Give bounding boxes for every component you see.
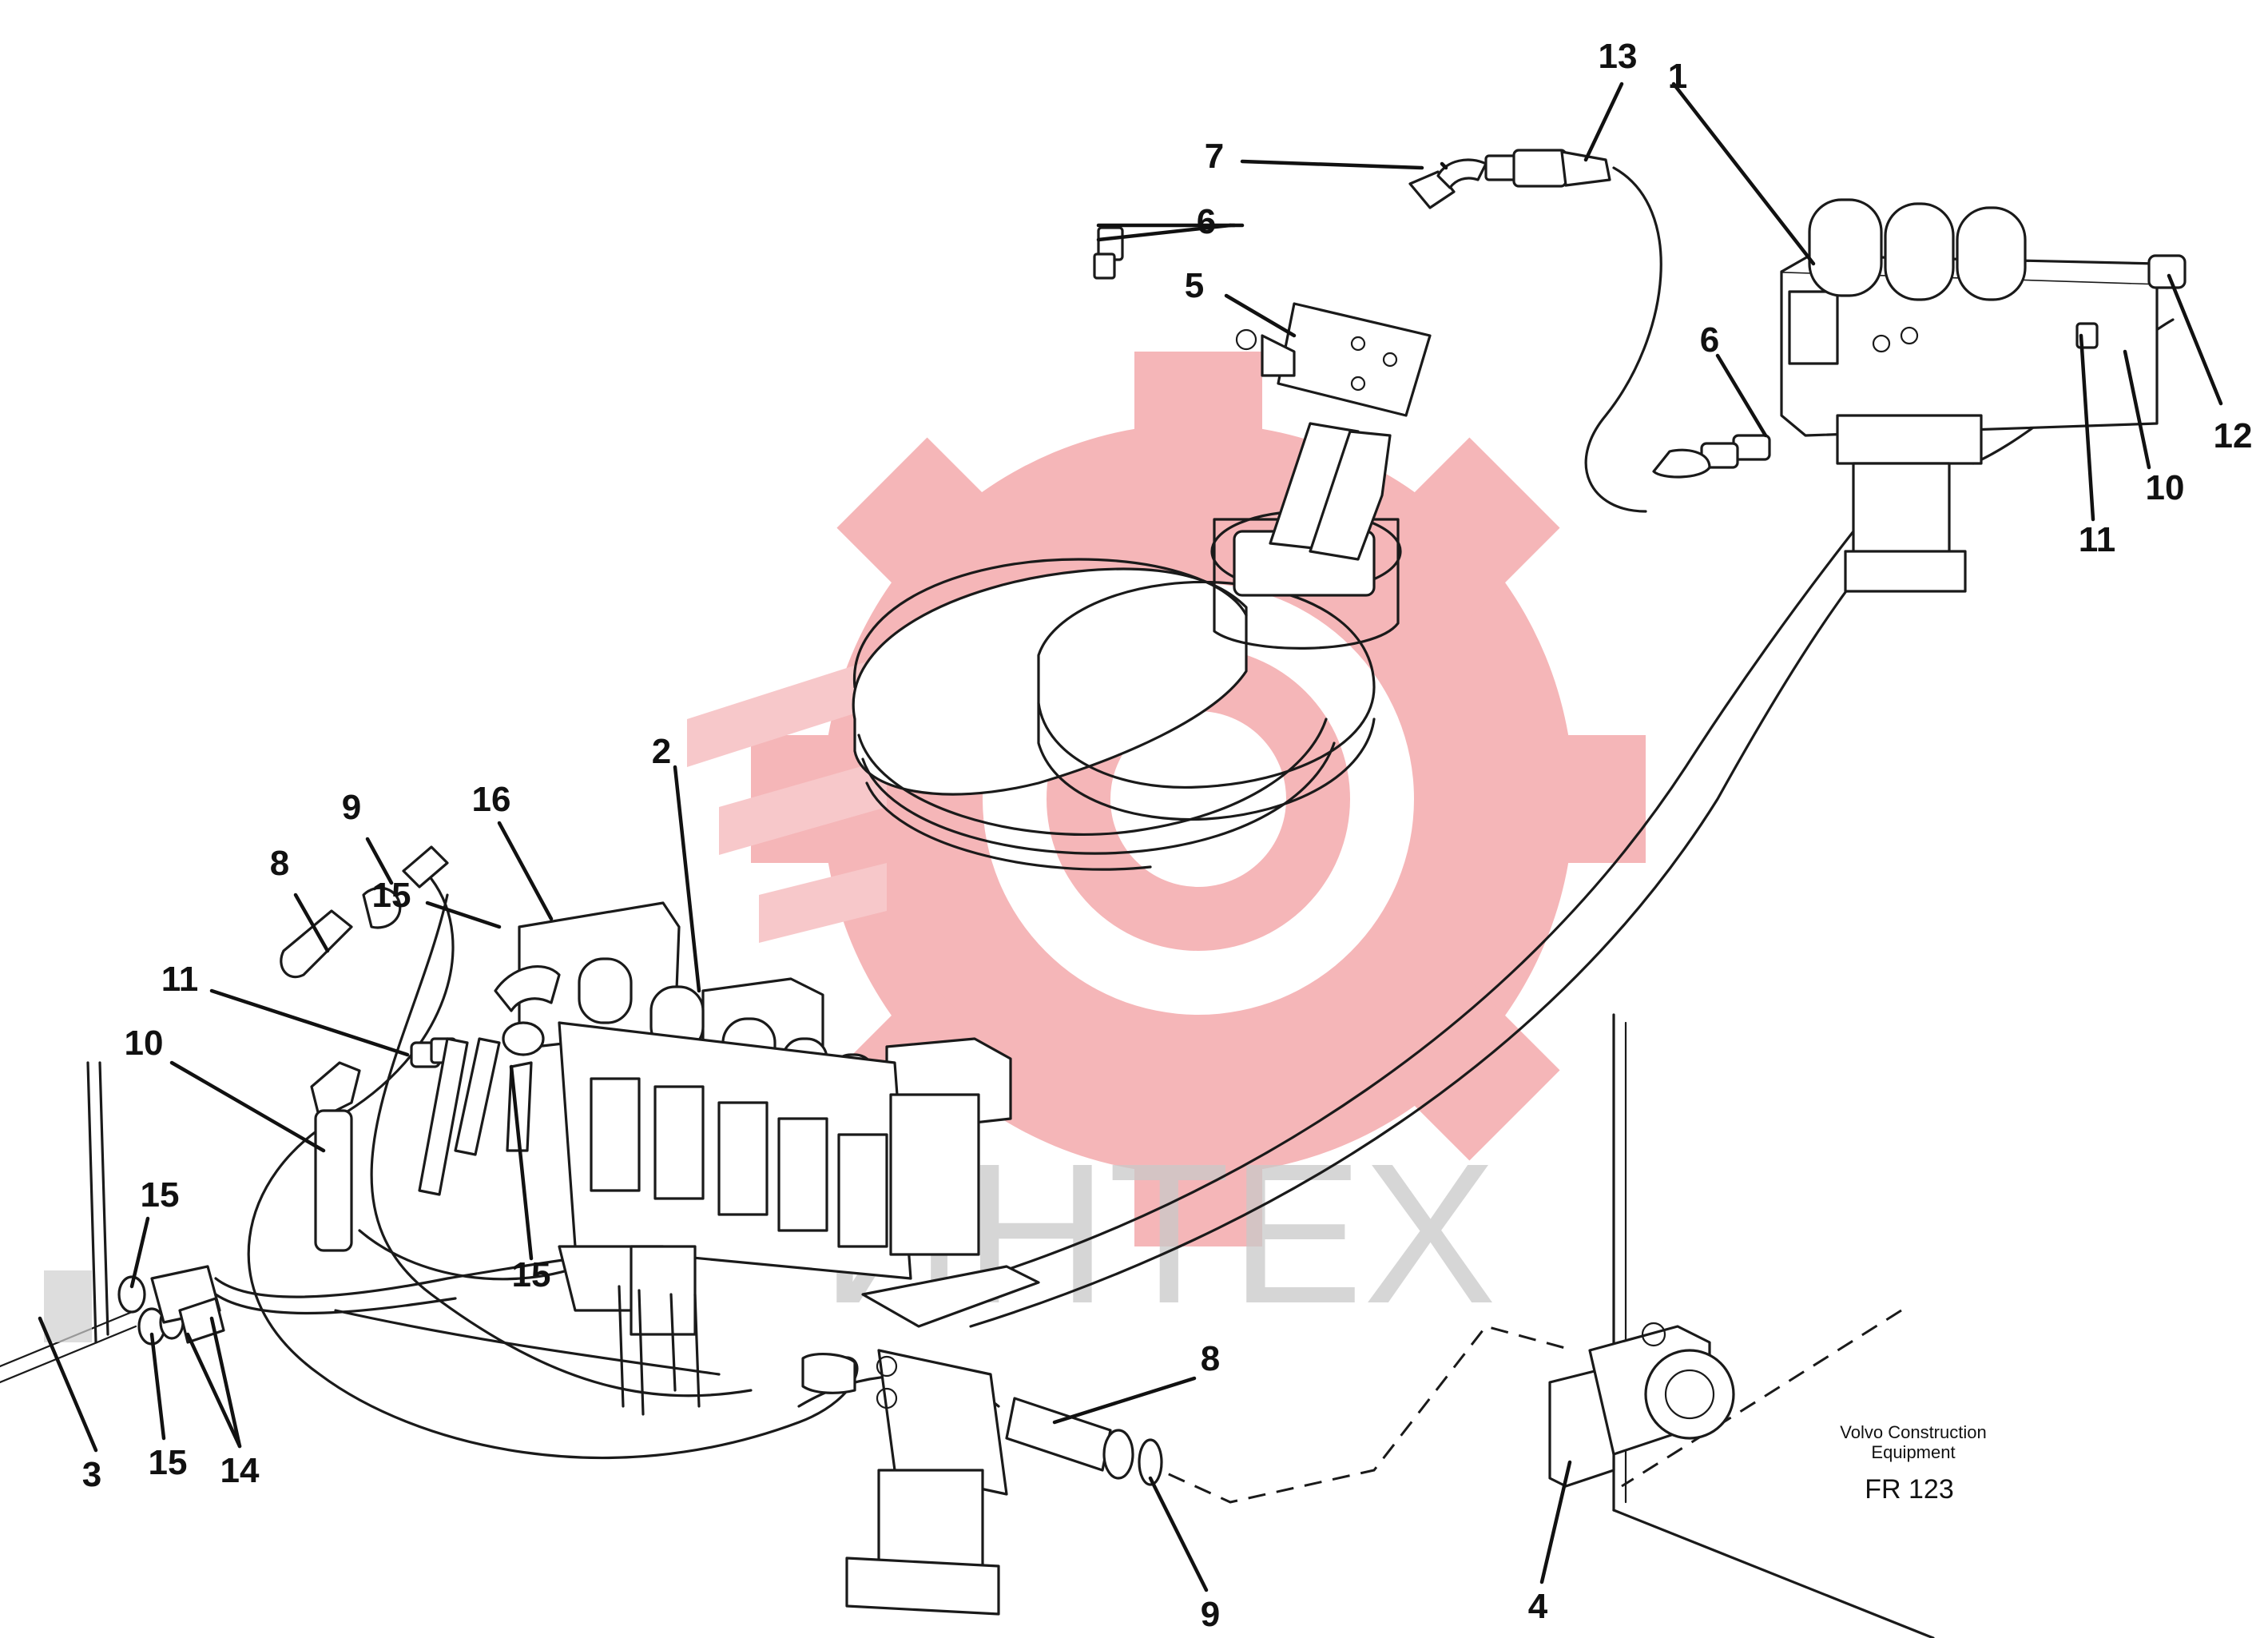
- callout-9-top: 9: [342, 788, 361, 827]
- callout-15-c: 15: [512, 1255, 551, 1294]
- figure-caption: Volvo Construction Equipment FR 123: [1840, 1422, 1986, 1505]
- callout-labels: 13 1 7 6 5 6 12 10 11 2 16 9 8 15 11 10 …: [82, 37, 2253, 1634]
- mounting-bracket: [801, 1349, 1163, 1616]
- gear-tooth: [1134, 1119, 1262, 1246]
- caption-maker-line1: Volvo Construction: [1840, 1422, 1986, 1442]
- callout-5: 5: [1185, 266, 1204, 305]
- callout-3: 3: [82, 1455, 101, 1494]
- callout-13: 13: [1599, 37, 1638, 76]
- gear-tooth: [1518, 735, 1646, 863]
- dashed-cable-routing: [1142, 1309, 1902, 1504]
- caption-figure-code: FR 123: [1865, 1474, 1954, 1505]
- caption-maker-line2: Equipment: [1871, 1442, 1955, 1462]
- callout-4: 4: [1528, 1587, 1548, 1626]
- gear-tooth: [1134, 352, 1262, 479]
- callout-11-left: 11: [161, 960, 199, 999]
- callout-10-right: 10: [2146, 468, 2185, 507]
- leader-lines: [38, 82, 2223, 1592]
- callout-15-a: 15: [372, 876, 411, 915]
- left-fittings: [0, 845, 561, 1384]
- top-fittings: [1093, 149, 1611, 280]
- callout-2: 2: [652, 732, 671, 771]
- component-4: [1548, 1322, 1735, 1488]
- callout-9-bottom: 9: [1201, 1595, 1220, 1634]
- callout-16: 16: [472, 780, 511, 819]
- callout-15-d: 15: [149, 1443, 188, 1482]
- callout-1: 1: [1668, 57, 1687, 96]
- callout-8-left: 8: [270, 844, 289, 883]
- valve-bank: [518, 901, 1040, 1416]
- callout-15-b: 15: [141, 1175, 180, 1215]
- callout-6-top: 6: [1197, 202, 1216, 241]
- callout-6-right: 6: [1700, 320, 1719, 360]
- callout-10-left: 10: [125, 1024, 164, 1063]
- callout-8-bottom: 8: [1201, 1339, 1220, 1378]
- callout-7: 7: [1205, 137, 1224, 176]
- callout-12: 12: [2214, 416, 2253, 455]
- callout-11-right: 11: [2079, 520, 2116, 559]
- swivel-turntable: [852, 302, 1432, 871]
- callout-14: 14: [220, 1451, 260, 1490]
- control-valve-block: [1652, 198, 2187, 593]
